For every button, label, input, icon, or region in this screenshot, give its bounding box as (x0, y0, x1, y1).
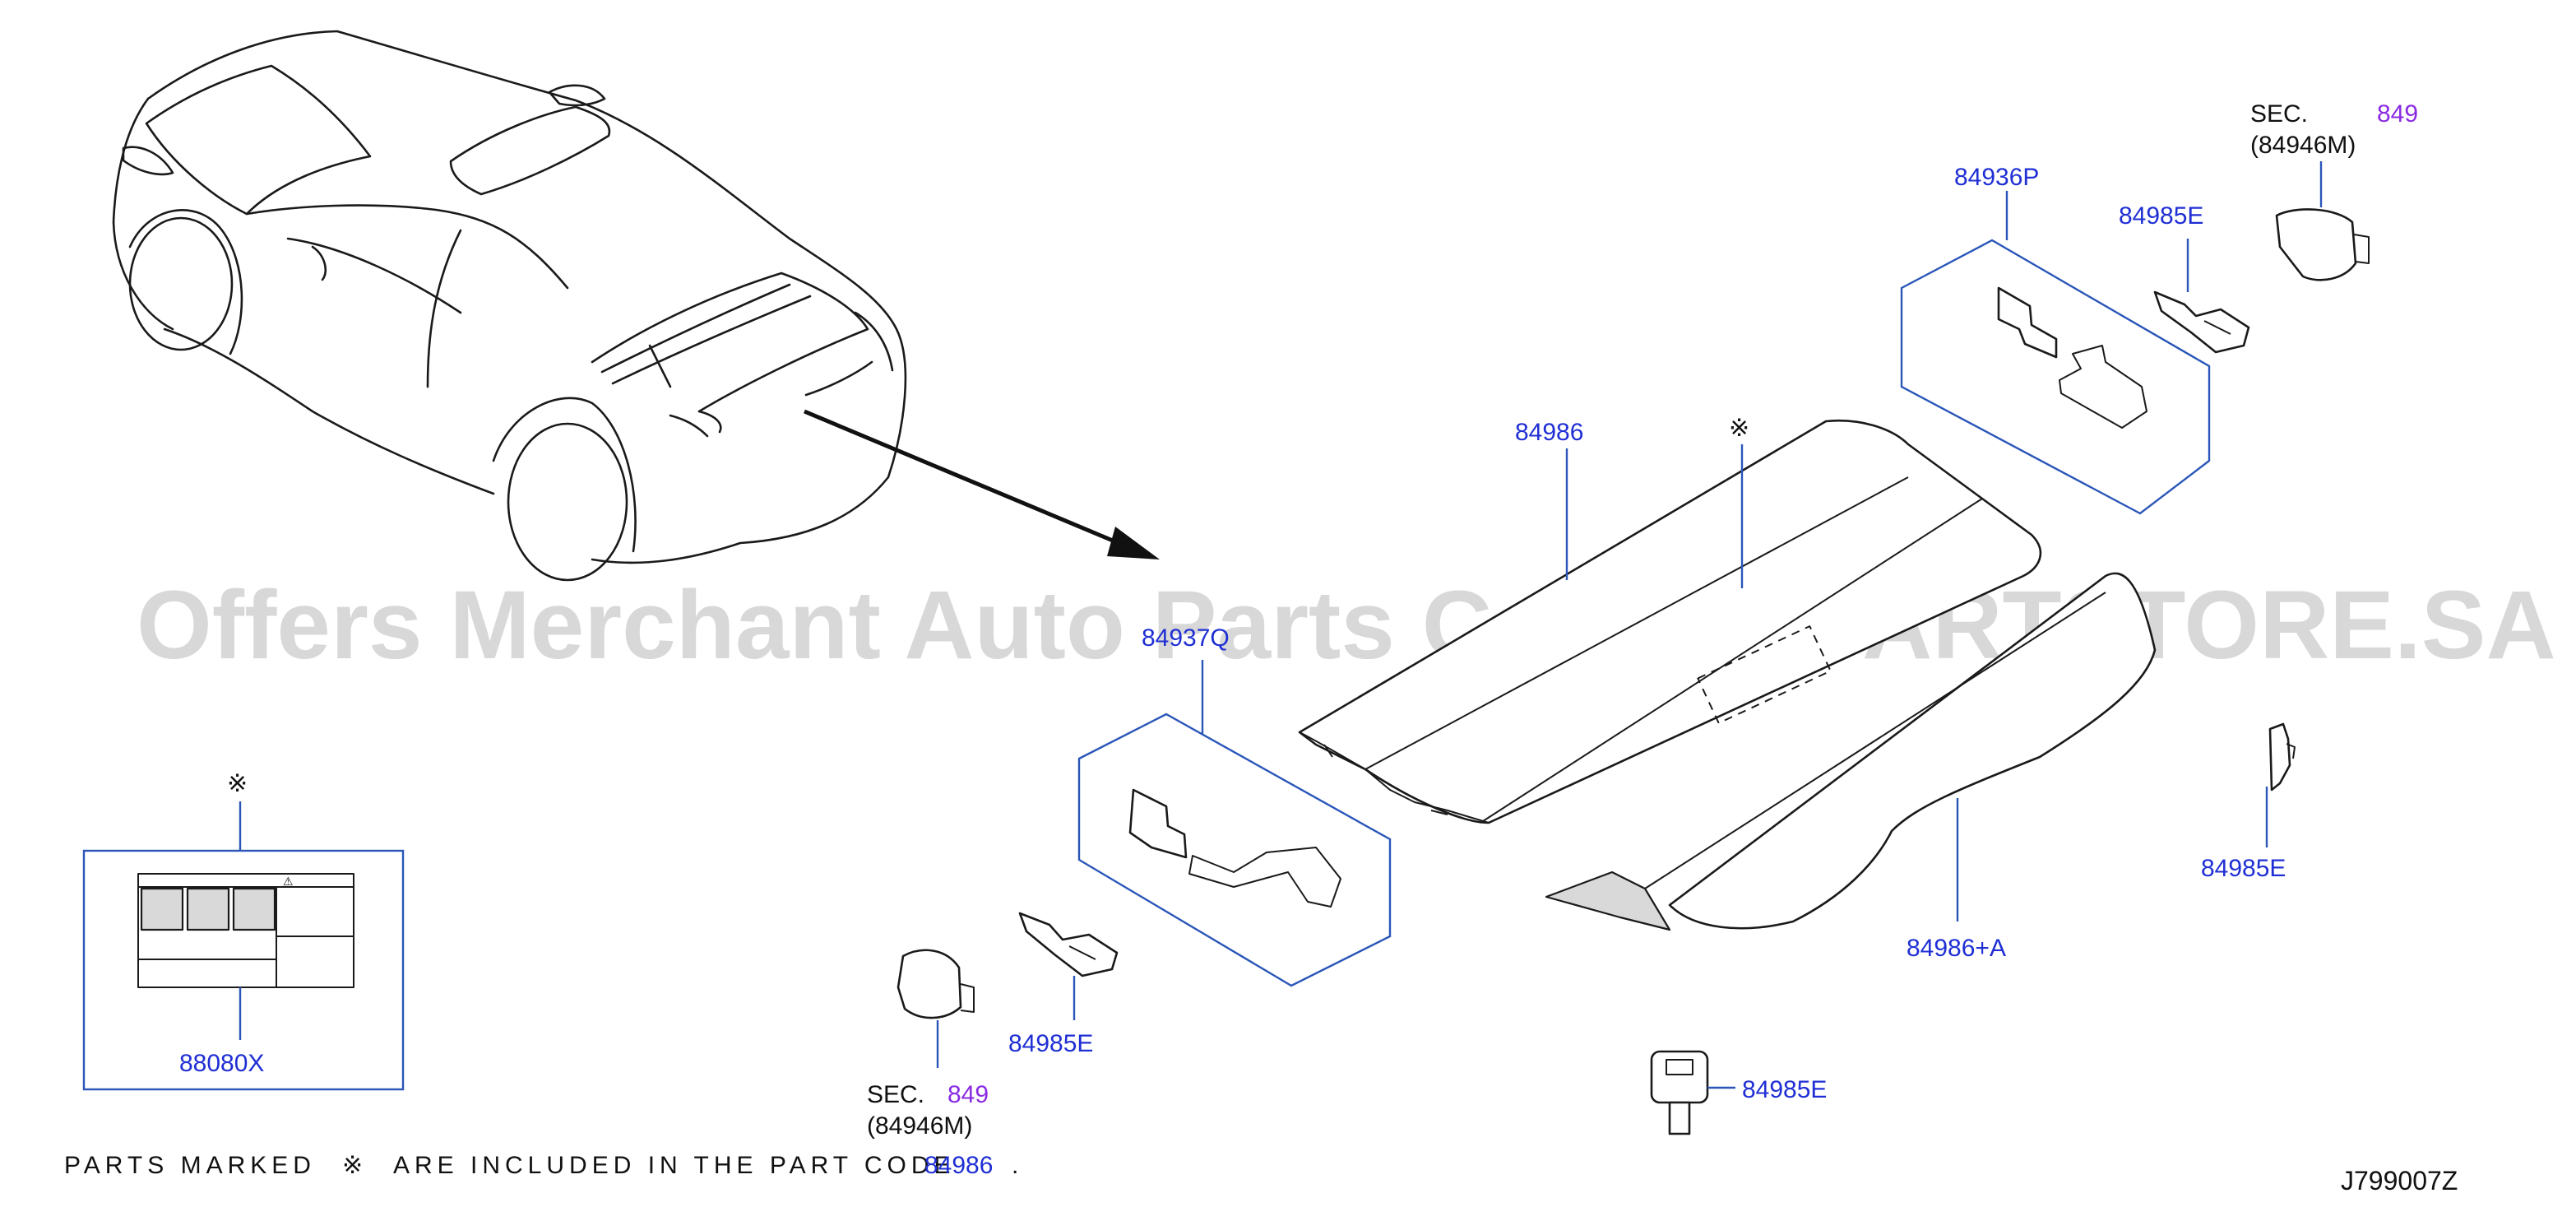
label-84936P[interactable]: 84936P (1954, 164, 2039, 191)
rear-shelf-84986A (1545, 572, 2157, 931)
label-84985E-mid[interactable]: 84985E (1008, 1030, 1093, 1057)
label-84986A[interactable]: 84986+A (1907, 935, 2006, 962)
sec-label-bottom: SEC. (867, 1081, 924, 1108)
callout-box-84936P (1900, 191, 2211, 515)
diagram-code: J799007Z (2341, 1166, 2458, 1195)
caution-mark: ⚠ (283, 875, 294, 888)
footnote-mark: ※ (342, 1152, 363, 1179)
cover-84946M-top (2275, 208, 2370, 281)
clip-84985E-top (2153, 290, 2250, 354)
label-84985E-top[interactable]: 84985E (2119, 202, 2203, 230)
watermark-text: Offers Merchant Auto Parts Catalog PARTS… (137, 571, 2556, 680)
included-mark-shelf: ※ (1729, 415, 1749, 442)
callout-box-84937Q (1077, 660, 1392, 987)
footnote-prefix: PARTS MARKED (64, 1152, 316, 1179)
sec-label-top: SEC. (2250, 100, 2308, 128)
sec-ref-bottom: (84946M) (867, 1112, 972, 1140)
label-84985E-right[interactable]: 84985E (2201, 855, 2286, 882)
cover-84946M-bottom (897, 949, 975, 1019)
vehicle-illustration (112, 30, 907, 582)
parcel-shelf-84986 (1298, 419, 2042, 824)
clip-84985E-mid (1018, 912, 1119, 977)
sec-number-bottom[interactable]: 849 (947, 1081, 989, 1108)
location-arrow (804, 409, 1160, 559)
callout-box-88080X: ⚠ (82, 849, 405, 1091)
clip-84985E-right (2268, 722, 2296, 792)
sec-ref-top: (84946M) (2250, 132, 2356, 159)
footnote-suffix: ARE INCLUDED IN THE PART CODE (393, 1152, 956, 1179)
label-88080X[interactable]: 88080X (179, 1050, 264, 1077)
label-84985E-bottom[interactable]: 84985E (1742, 1076, 1827, 1103)
included-mark-label: ※ (227, 770, 248, 797)
sec-number-top[interactable]: 849 (2377, 100, 2418, 128)
footnote-code[interactable]: 84986 (924, 1152, 993, 1179)
clip-84985E-bottom (1650, 1050, 1709, 1135)
label-84937Q[interactable]: 84937Q (1142, 624, 1230, 652)
label-84986[interactable]: 84986 (1515, 419, 1583, 446)
footnote: PARTS MARKED ※ ARE INCLUDED IN THE PART … (64, 1152, 1018, 1179)
footnote-end: . (1012, 1152, 1018, 1179)
